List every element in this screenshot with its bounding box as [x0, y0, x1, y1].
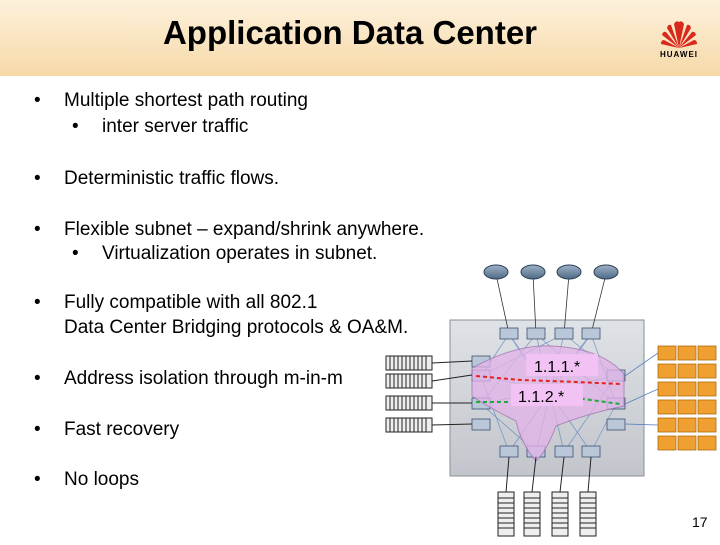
bullet-4-continuation: Data Center Bridging protocols & OA&M.	[64, 317, 409, 338]
bullet-4: • Fully compatible with all 802.1	[34, 292, 317, 314]
network-diagram: 1.1.1.* 1.1.2.*	[376, 256, 720, 540]
bullet-3: • Flexible subnet – expand/shrink anywher…	[34, 219, 424, 241]
bullet-7-text: No loops	[64, 469, 139, 490]
bullet-4-text: Fully compatible with all 802.1	[64, 292, 318, 313]
bullet-5-text: Address isolation through m-in-m	[64, 368, 343, 389]
bullet-marker: •	[34, 292, 41, 313]
bullet-6: • Fast recovery	[34, 419, 179, 441]
storage-array	[657, 345, 717, 451]
bullet-marker: •	[34, 419, 41, 440]
huawei-logo-icon	[661, 21, 697, 48]
slide-title: Application Data Center	[162, 14, 538, 51]
bullet-2-text: Deterministic traffic flows.	[64, 168, 280, 189]
bullet-6-text: Fast recovery	[64, 419, 180, 440]
storage-links	[624, 352, 659, 426]
bullet-1: • Multiple shortest path routing	[34, 90, 308, 112]
bullet-1-sub-1: • inter server traffic	[72, 116, 248, 138]
server-rack-slots-left	[389, 356, 427, 432]
bullet-2: • Deterministic traffic flows.	[34, 168, 279, 190]
bullet-marker: •	[34, 368, 41, 389]
bullet-marker: •	[34, 90, 41, 111]
green-flow-path	[476, 396, 621, 405]
core-routers	[483, 264, 619, 335]
logo-wordmark: HUAWEI	[660, 50, 698, 59]
bullet-5: • Address isolation through m-in-m	[34, 368, 343, 390]
page-number: 17	[692, 514, 708, 530]
bullet-marker: •	[34, 219, 41, 240]
bullet-marker: •	[34, 469, 41, 490]
bullet-1-text: Multiple shortest path routing	[64, 90, 308, 111]
bullet-3-text: Flexible subnet – expand/shrink anywhere…	[64, 219, 425, 240]
bullet-3-sub-1: • Virtualization operates in subnet.	[72, 243, 377, 265]
bullet-1-sub-1-text: inter server traffic	[102, 116, 249, 137]
server-rack-slots-bottom	[498, 497, 596, 529]
network-topology-svg: 1.1.1.* 1.1.2.*	[385, 264, 717, 537]
huawei-logo: HUAWEI	[654, 18, 704, 62]
red-flow-path	[475, 375, 621, 385]
sub-bullet-marker: •	[72, 243, 79, 264]
bullet-marker: •	[34, 168, 41, 189]
subnet-label-2: 1.1.2.*	[518, 389, 564, 406]
title-bar: Application Data Center HUAWEI	[0, 0, 720, 76]
bullet-7: • No loops	[34, 469, 139, 491]
bullet-3-sub-1-text: Virtualization operates in subnet.	[102, 243, 378, 264]
sub-bullet-marker: •	[72, 116, 79, 137]
subnet-label-1: 1.1.1.*	[534, 359, 580, 376]
